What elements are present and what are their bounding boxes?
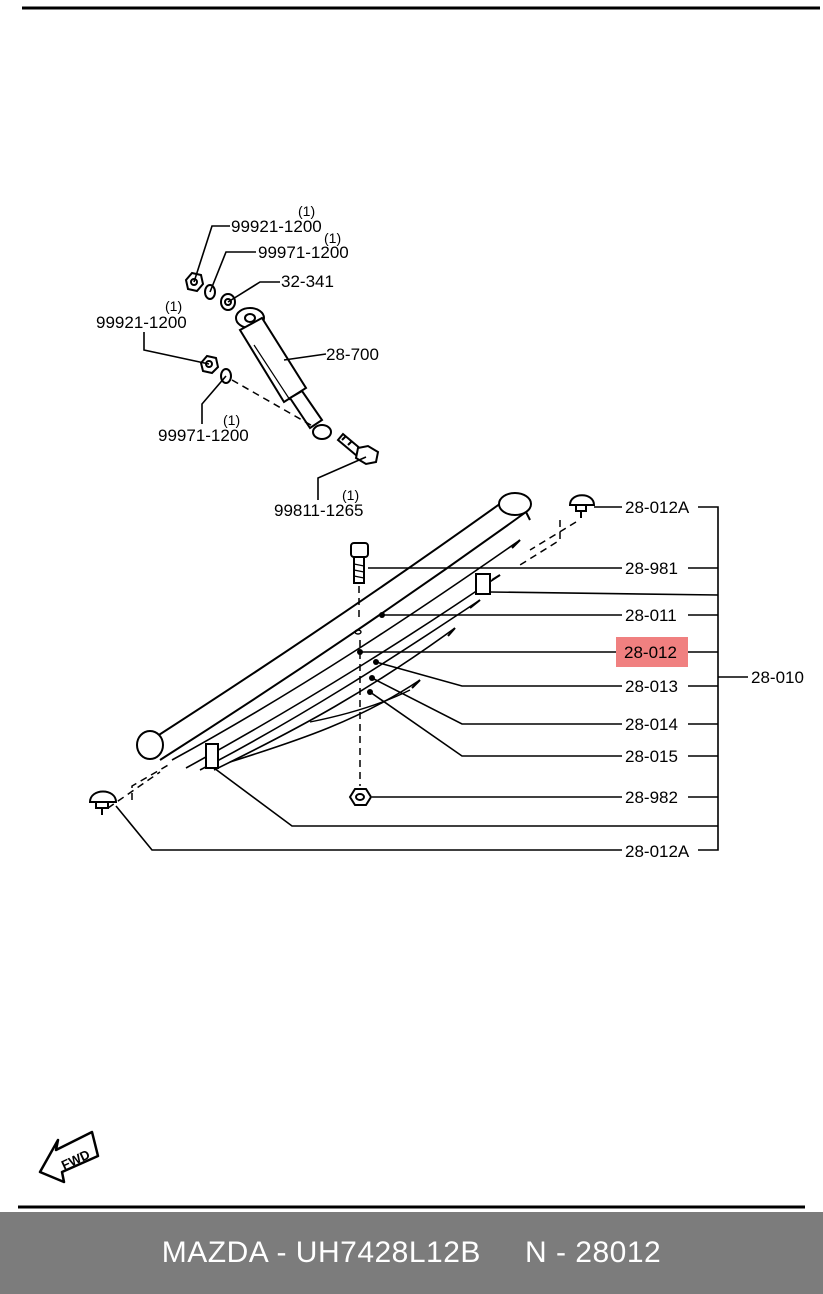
shock-leaders xyxy=(143,225,367,500)
upper-washer xyxy=(204,284,216,300)
part-label-28-981[interactable]: 28-981 xyxy=(625,559,678,578)
spring-leaders xyxy=(115,506,748,851)
part-label-99921-1200[interactable]: 99921-1200 xyxy=(96,313,187,332)
footer-bar: MAZDA - UH7428L12B N - 28012 xyxy=(0,1212,823,1294)
qty-label: (1) xyxy=(165,298,182,314)
mount-axis-dash xyxy=(231,379,317,429)
rear-eye xyxy=(136,730,164,760)
shock-bolt xyxy=(336,432,380,466)
qty-label: (1) xyxy=(342,487,359,503)
bump-stopper-top xyxy=(568,494,596,518)
main-leaf-top xyxy=(147,497,509,743)
part-label-99811-1265[interactable]: 99811-1265 xyxy=(274,501,364,520)
shock-body xyxy=(238,316,308,404)
fwd-arrow-icon: FWD xyxy=(38,1130,100,1184)
part-label-99921-1200[interactable]: 99921-1200 xyxy=(231,217,322,236)
shock-rod xyxy=(288,389,324,430)
rebound-clip-front xyxy=(475,573,491,595)
bump-stopper-bottom xyxy=(88,790,118,815)
part-label-28-012A[interactable]: 28-012A xyxy=(625,498,690,517)
part-label-32-341[interactable]: 32-341 xyxy=(281,272,334,291)
part-label-28-700[interactable]: 28-700 xyxy=(326,345,379,364)
leader-dots xyxy=(357,612,385,695)
part-label-28-014[interactable]: 28-014 xyxy=(625,715,678,734)
part-label-28-012A[interactable]: 28-012A xyxy=(625,842,690,861)
part-label-99971-1200[interactable]: 99971-1200 xyxy=(158,426,249,445)
front-eye xyxy=(498,492,532,516)
parts-diagram: (1) 99921-1200 (1) 99971-1200 32-341 (1)… xyxy=(18,6,820,1209)
part-label-99971-1200[interactable]: 99971-1200 xyxy=(258,243,349,262)
part-label-28-011[interactable]: 28-011 xyxy=(625,606,677,625)
shock-lower-eye xyxy=(312,424,332,440)
qty-label: (1) xyxy=(324,230,341,246)
center-nut xyxy=(348,788,373,806)
part-label-28-010[interactable]: 28-010 xyxy=(751,668,804,687)
part-label-28-013[interactable]: 28-013 xyxy=(625,677,678,696)
reference-number: N - 28012 xyxy=(524,1236,662,1269)
lower-nut xyxy=(199,354,220,375)
qty-label: (1) xyxy=(298,203,315,219)
highlight-28-012 xyxy=(616,637,688,667)
rebound-clip-rear xyxy=(205,743,219,769)
qty-label: (1) xyxy=(223,412,240,428)
shock-absorber-group xyxy=(184,271,380,466)
leaf-spring xyxy=(136,492,532,771)
center-hole xyxy=(354,629,362,635)
part-label-28-012[interactable]: 28-012 xyxy=(624,643,677,662)
center-bolt xyxy=(350,542,369,584)
part-label-28-982[interactable]: 28-982 xyxy=(625,788,678,807)
lower-washer xyxy=(220,368,232,384)
part-label-28-015[interactable]: 28-015 xyxy=(625,747,678,766)
bushing xyxy=(220,293,236,311)
brand-part-number: MAZDA - UH7428L12B xyxy=(161,1236,481,1269)
